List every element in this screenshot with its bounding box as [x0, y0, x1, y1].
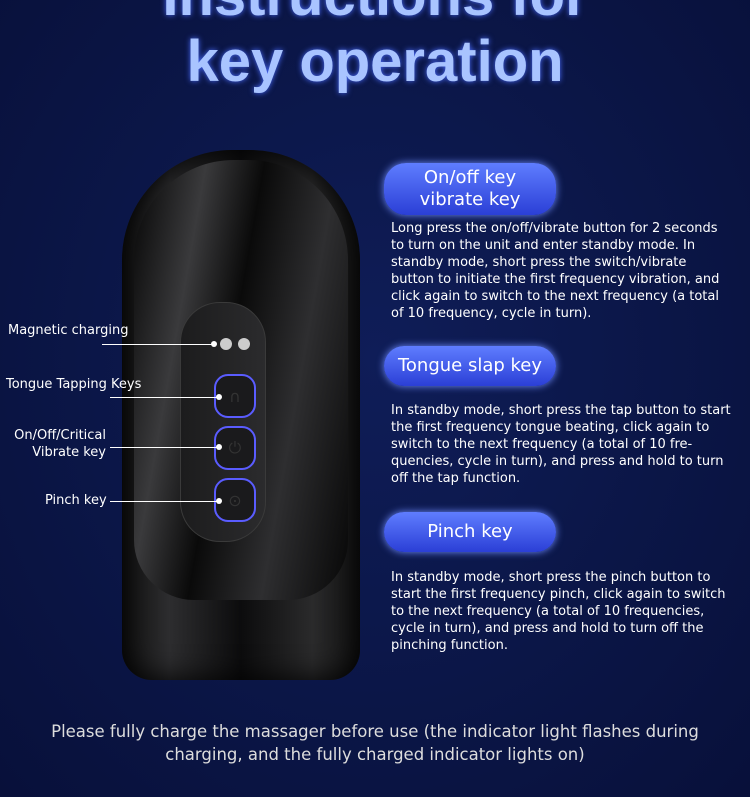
tongue-key-icon: ∩ — [214, 374, 256, 418]
section-text-onoff: Long press the on/off/vibrate button for… — [391, 221, 720, 321]
section-title-tongue: Tongue slap key — [384, 346, 556, 386]
label-pinch-key: Pinch key — [45, 493, 107, 508]
label-tongue-keys: Tongue Tapping Keys — [6, 377, 142, 392]
label-magnetic-charging: Magnetic charging — [8, 323, 129, 338]
section-title-pinch: Pinch key — [384, 512, 556, 552]
title-line: On/off key — [423, 167, 517, 188]
label-line: Vibrate key — [32, 445, 106, 460]
section-text-pinch: In standby mode, short press the pinch b… — [391, 570, 726, 653]
footer-note: Please fully charge the massager before … — [51, 722, 699, 764]
charging-contact — [238, 338, 250, 350]
label-line: On/Off/Critical — [14, 428, 106, 443]
page-title-line2: key operation — [186, 29, 564, 94]
page-title-line1: Instructions for — [0, 0, 750, 29]
charging-contact — [220, 338, 232, 350]
title-line: vibrate key — [419, 189, 521, 210]
section-text-tongue: In standby mode, short press the tap but… — [391, 403, 731, 486]
